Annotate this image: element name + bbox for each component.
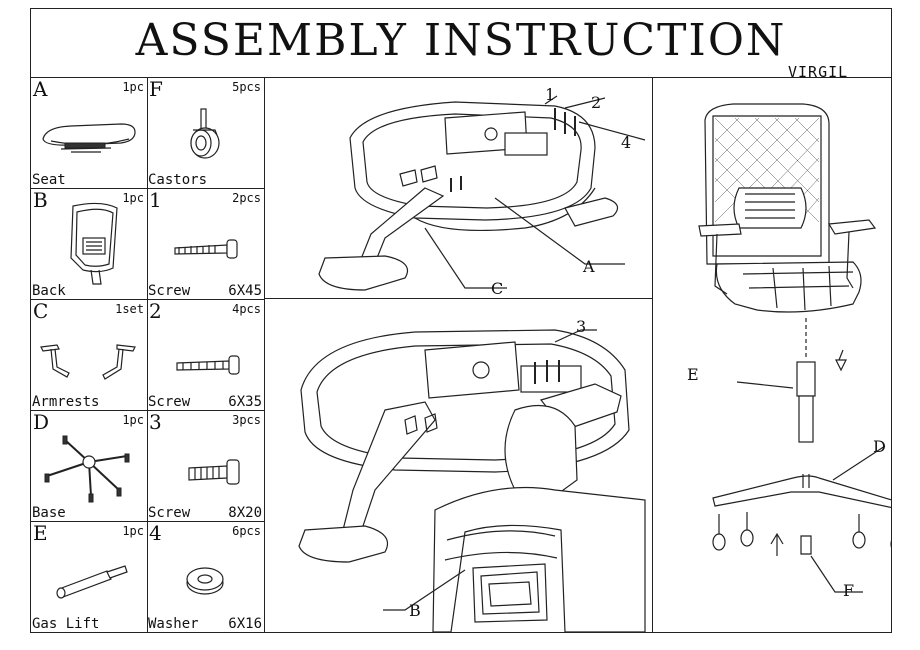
base-drawing xyxy=(44,435,130,503)
part-size: 6X35 xyxy=(228,394,262,410)
brand-label: VIRGIL xyxy=(788,63,849,81)
callout-3: 3 xyxy=(576,317,587,336)
step2-drawing xyxy=(298,329,646,632)
callout-a: A xyxy=(583,257,595,276)
part-name: Seat xyxy=(32,172,66,188)
part-back: B 1pc Back xyxy=(31,188,147,299)
part-qty: 1pc xyxy=(122,191,144,205)
part-qty: 4pcs xyxy=(232,302,261,316)
row-divider-3 xyxy=(31,410,264,412)
screw-drawing xyxy=(174,239,238,259)
step3-drawing xyxy=(698,103,891,593)
part-name: Base xyxy=(32,505,66,521)
part-name: Screw xyxy=(148,394,191,410)
part-name: Armrests xyxy=(32,394,100,410)
part-qty: 5pcs xyxy=(232,80,261,94)
part-name: Gas Lift xyxy=(32,616,100,632)
part-qty: 3pcs xyxy=(232,413,261,427)
row-divider-1 xyxy=(31,188,264,190)
parts-divider-2 xyxy=(264,77,266,632)
part-name: Back xyxy=(32,283,66,299)
callout-4: 4 xyxy=(621,133,632,152)
part-armrests: C 1set Armrests xyxy=(31,299,147,410)
back-drawing xyxy=(70,202,118,285)
part-name: Screw xyxy=(148,283,191,299)
part-qty: 1set xyxy=(115,302,144,316)
callout-1: 1 xyxy=(545,85,556,104)
part-qty: 6pcs xyxy=(232,524,261,538)
gas-lift-drawing xyxy=(56,565,128,599)
washer-drawing xyxy=(186,567,224,595)
part-letter: D xyxy=(33,410,50,434)
callout-b: B xyxy=(409,601,421,620)
row-divider-2 xyxy=(31,299,264,301)
part-name: Castors xyxy=(148,172,208,188)
part-qty: 1pc xyxy=(122,413,144,427)
page-title: ASSEMBLY INSTRUCTION xyxy=(135,15,787,66)
part-letter: 1 xyxy=(149,188,162,212)
screw-drawing xyxy=(188,459,240,485)
callout-e: E xyxy=(687,365,699,384)
part-letter: F xyxy=(149,77,163,101)
callout-f: F xyxy=(843,581,855,600)
step-divider xyxy=(264,298,652,300)
part-letter: A xyxy=(33,77,48,101)
part-size: 8X20 xyxy=(228,505,262,521)
part-gas-lift: E 1pc Gas Lift xyxy=(31,521,147,632)
castor-drawing xyxy=(190,108,220,159)
part-size: 6X16 xyxy=(228,616,262,632)
screw-drawing xyxy=(176,355,240,375)
part-screw-6x45: 1 2pcs Screw 6X45 xyxy=(147,188,264,299)
part-qty: 1pc xyxy=(122,524,144,538)
part-letter: B xyxy=(33,188,48,212)
part-qty: 2pcs xyxy=(232,191,261,205)
part-letter: 3 xyxy=(149,410,162,434)
steps-divider xyxy=(652,77,654,632)
title-divider xyxy=(31,77,891,79)
part-letter: E xyxy=(33,521,48,545)
row-divider-4 xyxy=(31,521,264,523)
part-screw-8x20: 3 3pcs Screw 8X20 xyxy=(147,410,264,521)
callout-2: 2 xyxy=(591,93,602,112)
part-name: Washer xyxy=(148,616,199,632)
part-washer: 4 6pcs Washer 6X16 xyxy=(147,521,264,632)
part-castors: F 5pcs Castors xyxy=(147,77,264,188)
armrests-drawing xyxy=(40,344,136,380)
part-qty: 1pc xyxy=(122,80,144,94)
assembly-sheet: ASSEMBLY INSTRUCTION VIRGIL A 1pc Seat F… xyxy=(30,8,892,633)
part-letter: 2 xyxy=(149,299,162,323)
part-letter: 4 xyxy=(149,521,162,545)
part-screw-6x35: 2 4pcs Screw 6X35 xyxy=(147,299,264,410)
step1-drawing xyxy=(318,95,646,291)
seat-drawing xyxy=(42,123,136,153)
part-size: 6X45 xyxy=(228,283,262,299)
callout-c: C xyxy=(491,279,504,298)
callout-d: D xyxy=(873,437,886,456)
part-letter: C xyxy=(33,299,49,323)
parts-divider-1 xyxy=(147,77,149,632)
part-name: Screw xyxy=(148,505,191,521)
part-seat: A 1pc Seat xyxy=(31,77,147,188)
part-base: D 1pc Base xyxy=(31,410,147,521)
